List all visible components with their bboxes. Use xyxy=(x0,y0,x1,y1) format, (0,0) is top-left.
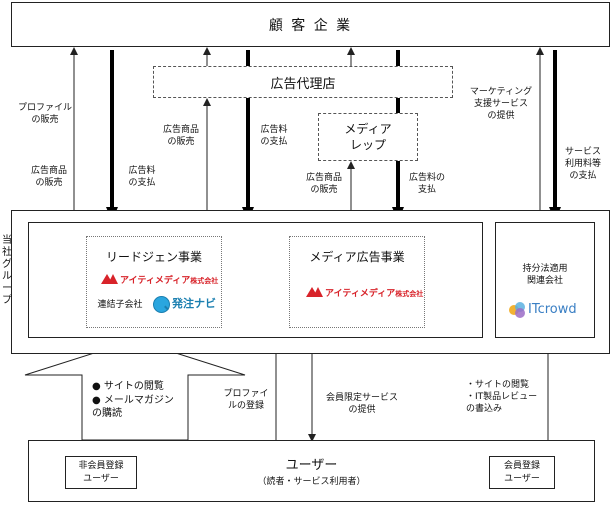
hatchu-navi-logo: 発注ナビ xyxy=(153,295,216,313)
label-ad-fee-pay-2: 広告料 の支払 xyxy=(260,125,288,148)
user-subtitle: （読者・サービス利用者） xyxy=(257,477,366,487)
customer-label: 顧 客 企 業 xyxy=(268,17,353,34)
label-ad-product-sale-mid: 広告商品 の販売 xyxy=(162,125,199,148)
label-ad-fee-pay-1: 広告料 の支払 xyxy=(128,166,156,189)
user-box: ユーザー （読者・サービス利用者） 非会員登録 ユーザー 会員登録 ユーザー xyxy=(28,440,595,502)
affiliate-title: 持分法適用 関連会社 xyxy=(522,264,568,287)
label-ad-fee-pay-3: 広告料の 支払 xyxy=(408,173,445,196)
lead-gen-box: リードジェン事業 アイティメディア株式会社 連結子会社 発注ナビ xyxy=(86,236,222,328)
media-ad-itmedia-logo: アイティメディア株式会社 xyxy=(306,286,423,299)
label-service-fee-pay: サービス 利用料等 の支払 xyxy=(564,147,601,182)
group-label: 当社グループ xyxy=(2,235,12,306)
label-site-browse: ● サイトの閲覧 ● メールマガジン の購読 xyxy=(92,381,174,419)
media-rep-label: メディア レップ xyxy=(344,121,392,152)
media-ad-box: メディア広告事業 アイティメディア株式会社 xyxy=(289,236,425,328)
label-member-service: 会員限定サービス の提供 xyxy=(325,393,398,416)
media-ad-title: メディア広告事業 xyxy=(309,250,405,264)
agency-label: 広告代理店 xyxy=(270,76,336,92)
label-ad-product-sale-left: 広告商品 の販売 xyxy=(30,166,67,189)
customer-box: 顧 客 企 業 xyxy=(11,2,610,47)
subsidiary-label: 連結子会社 xyxy=(97,300,143,310)
non-member-box: 非会員登録 ユーザー xyxy=(65,456,137,489)
itcrowd-icon xyxy=(509,301,525,318)
user-title: ユーザー xyxy=(285,458,338,473)
lead-gen-itmedia-logo: アイティメディア株式会社 xyxy=(101,273,218,286)
itcrowd-logo: ITcrowd xyxy=(508,299,577,319)
label-profile-sale: プロファイル の販売 xyxy=(18,103,73,126)
label-ad-product-sale-rep: 広告商品 の販売 xyxy=(305,173,342,196)
agency-box: 広告代理店 xyxy=(153,66,453,98)
media-rep-box: メディア レップ xyxy=(318,113,418,161)
affiliate-box: 持分法適用 関連会社 ITcrowd xyxy=(495,222,595,338)
member-box: 会員登録 ユーザー xyxy=(489,456,555,489)
block-arrow-site-browse xyxy=(24,339,246,441)
label-site-review: ・サイトの閲覧 ・IT製品レビュー の書込み xyxy=(466,380,538,415)
lead-gen-title: リードジェン事業 xyxy=(105,250,202,264)
non-member-label: 非会員登録 ユーザー xyxy=(78,461,124,484)
hatchu-navi-icon xyxy=(153,295,170,313)
itmedia-logo-icon xyxy=(101,274,118,284)
label-marketing-support: マーケティング 支援サービス の提供 xyxy=(469,87,533,122)
itmedia-logo-icon xyxy=(306,287,323,297)
label-profile-register: プロファイ ルの登録 xyxy=(223,389,269,412)
member-label: 会員登録 ユーザー xyxy=(503,461,540,484)
